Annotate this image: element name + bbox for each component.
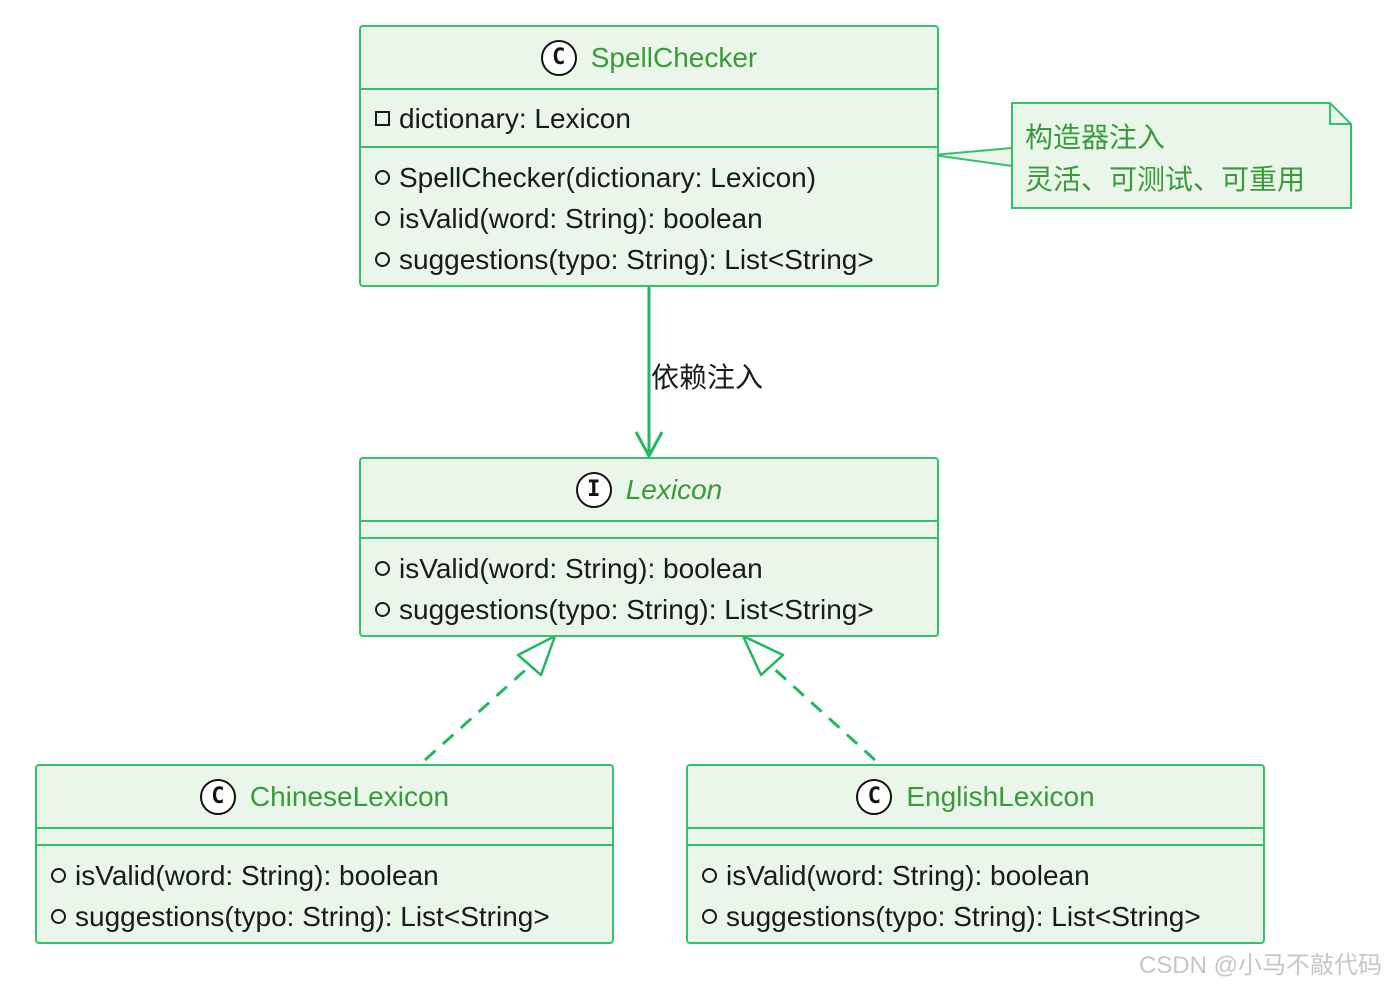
method-row: isValid(word: String): boolean <box>361 198 937 239</box>
note-fold <box>1329 103 1351 125</box>
public-visibility-icon <box>375 170 390 185</box>
realization-head-chinese <box>516 634 557 677</box>
method-text: isValid(word: String): boolean <box>726 859 1090 891</box>
method-row: SpellChecker(dictionary: Lexicon) <box>361 157 937 198</box>
interface-lexicon[interactable]: I Lexicon isValid(word: String): boolean… <box>359 457 939 637</box>
public-visibility-icon <box>375 561 390 576</box>
public-visibility-icon <box>51 909 66 924</box>
method-row: isValid(word: String): boolean <box>361 548 937 589</box>
class-header: C EnglishLexicon <box>688 766 1263 829</box>
realization-line-chinese <box>423 663 533 762</box>
class-stereotype-icon: C <box>856 778 893 815</box>
methods-compartment: isValid(word: String): boolean suggestio… <box>361 539 937 630</box>
fields-compartment <box>361 522 937 539</box>
method-row: isValid(word: String): boolean <box>37 855 612 896</box>
method-row: suggestions(typo: String): List<String> <box>37 896 612 937</box>
note-line: 构造器注入 <box>1025 122 1166 153</box>
fields-compartment <box>37 829 612 846</box>
method-row: suggestions(typo: String): List<String> <box>361 589 937 630</box>
class-header: C ChineseLexicon <box>37 766 612 829</box>
method-text: suggestions(typo: String): List<String> <box>726 900 1201 932</box>
class-name: ChineseLexicon <box>249 780 450 812</box>
note-anchor-line <box>932 147 1013 167</box>
class-header: C SpellChecker <box>361 27 937 90</box>
methods-compartment: isValid(word: String): boolean suggestio… <box>688 846 1263 937</box>
method-row: suggestions(typo: String): List<String> <box>688 896 1263 937</box>
public-visibility-icon <box>375 602 390 617</box>
methods-compartment: SpellChecker(dictionary: Lexicon) isVali… <box>361 148 937 280</box>
method-text: SpellChecker(dictionary: Lexicon) <box>399 161 817 193</box>
class-name: Lexicon <box>625 473 723 505</box>
private-visibility-icon <box>375 111 390 126</box>
watermark: CSDN @小马不敲代码 <box>1138 952 1382 979</box>
interface-stereotype-icon: I <box>575 471 612 508</box>
class-spellchecker[interactable]: C SpellChecker dictionary: Lexicon Spell… <box>359 25 939 287</box>
public-visibility-icon <box>702 909 717 924</box>
field-row: dictionary: Lexicon <box>361 98 937 139</box>
dependency-arrow-head <box>634 431 664 458</box>
class-stereotype-icon: C <box>199 778 236 815</box>
class-header: I Lexicon <box>361 459 937 522</box>
public-visibility-icon <box>51 868 66 883</box>
dependency-label: 依赖注入 <box>651 362 764 393</box>
public-visibility-icon <box>702 868 717 883</box>
public-visibility-icon <box>375 211 390 226</box>
method-text: suggestions(typo: String): List<String> <box>75 900 550 932</box>
method-row: suggestions(typo: String): List<String> <box>361 239 937 280</box>
realization-head-english <box>741 634 785 677</box>
realization-line-english <box>768 663 877 762</box>
method-text: isValid(word: String): boolean <box>399 202 763 234</box>
class-chineselexicon[interactable]: C ChineseLexicon isValid(word: String): … <box>35 764 614 944</box>
class-name: EnglishLexicon <box>906 780 1095 812</box>
method-row: isValid(word: String): boolean <box>688 855 1263 896</box>
note-shape <box>1011 102 1352 209</box>
method-text: isValid(word: String): boolean <box>75 859 439 891</box>
class-englishlexicon[interactable]: C EnglishLexicon isValid(word: String): … <box>686 764 1265 944</box>
fields-compartment <box>688 829 1263 846</box>
method-text: suggestions(typo: String): List<String> <box>399 243 874 275</box>
method-text: suggestions(typo: String): List<String> <box>399 593 874 625</box>
field-text: dictionary: Lexicon <box>399 102 631 134</box>
class-stereotype-icon: C <box>540 39 577 76</box>
note-line: 灵活、可测试、可重用 <box>1025 164 1306 195</box>
methods-compartment: isValid(word: String): boolean suggestio… <box>37 846 612 937</box>
method-text: isValid(word: String): boolean <box>399 552 763 584</box>
class-name: SpellChecker <box>590 41 758 73</box>
note-constructor-injection: 构造器注入 灵活、可测试、可重用 <box>1012 103 1352 209</box>
fields-compartment: dictionary: Lexicon <box>361 90 937 148</box>
public-visibility-icon <box>375 252 390 267</box>
